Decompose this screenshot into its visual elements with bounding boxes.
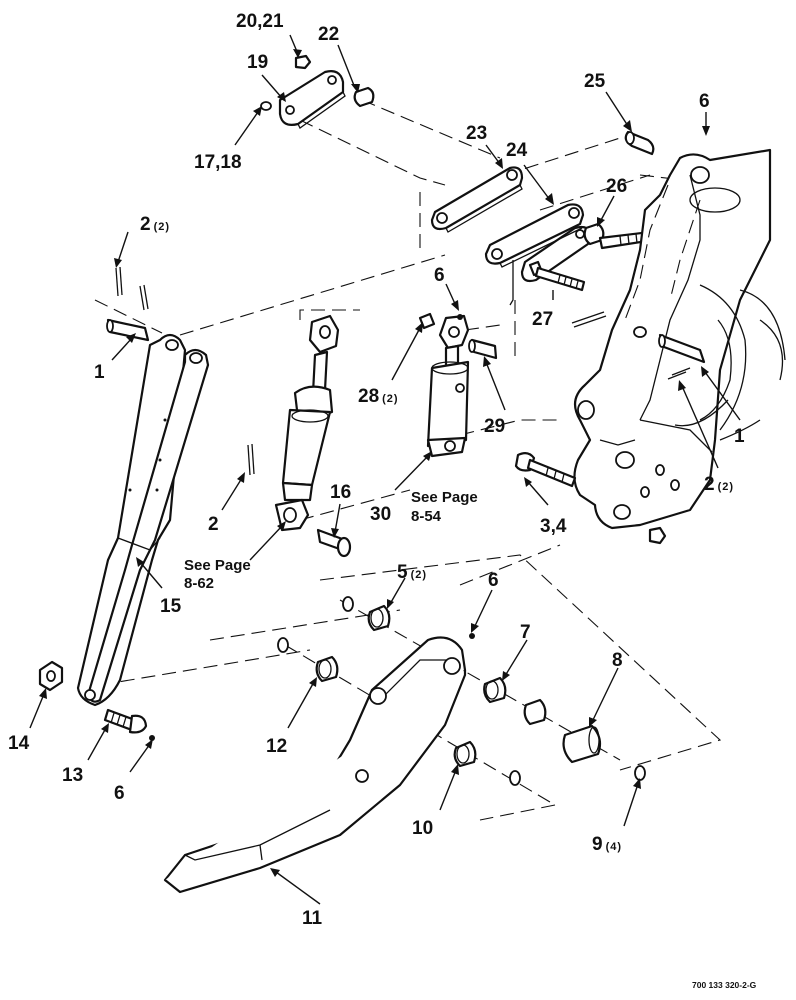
nut-frame-bottom xyxy=(648,526,667,545)
leader-lines xyxy=(29,34,741,905)
fitting-6-arm xyxy=(469,633,475,639)
link-plate-19 xyxy=(278,70,346,129)
washer-17-18 xyxy=(260,101,272,111)
see-page-note-8-54: See Page xyxy=(411,489,478,506)
bolt-13 xyxy=(103,708,148,734)
washer-10-right xyxy=(509,770,521,786)
bolt-27 xyxy=(528,260,586,292)
bushing-10 xyxy=(453,740,477,768)
callout-6-arm: 6 xyxy=(488,570,499,591)
link-plate-23 xyxy=(430,166,524,233)
callout-1-right: 1 xyxy=(734,426,745,447)
see-page-note-8-54-number: 8-54 xyxy=(411,508,442,525)
callout-12: 12 xyxy=(266,736,287,757)
callout-labels: 20,21 22 19 17,18 25 6 23 24 26 2(2) 6 2… xyxy=(8,11,745,929)
see-page-note-8-62-number: 8-62 xyxy=(184,575,214,592)
lift-arm-15 xyxy=(76,333,210,707)
nut-14 xyxy=(38,660,64,692)
callout-24: 24 xyxy=(506,140,528,161)
callout-10: 10 xyxy=(412,818,433,839)
see-page-notes: See Page 8-62 See Page 8-54 xyxy=(184,489,478,592)
callout-29: 29 xyxy=(484,416,505,437)
callout-5: 5(2) xyxy=(397,562,427,583)
callout-27: 27 xyxy=(532,309,553,330)
callout-30: 30 xyxy=(370,504,391,525)
cotter-pin-2-right xyxy=(667,367,691,380)
hydraulic-cylinder-right xyxy=(426,314,470,458)
callout-2-right: 2(2) xyxy=(704,474,734,495)
callout-26: 26 xyxy=(606,176,627,197)
bushing-7 xyxy=(483,676,507,704)
callout-25: 25 xyxy=(584,71,606,92)
cotter-pin-2-cylinder xyxy=(247,443,255,476)
callout-6-bolt: 6 xyxy=(114,783,125,804)
callout-2-top-left: 2(2) xyxy=(140,214,170,235)
callout-7: 7 xyxy=(520,622,531,643)
callout-1-left: 1 xyxy=(94,362,105,383)
bushing-5 xyxy=(367,604,391,632)
callout-8: 8 xyxy=(612,650,623,671)
callout-3-4: 3,4 xyxy=(540,516,567,537)
bolt-3-4 xyxy=(514,451,577,488)
cotter-pin-2-left xyxy=(115,266,149,311)
washer-5-upper xyxy=(342,596,354,612)
callout-22: 22 xyxy=(318,24,339,45)
pin-29 xyxy=(468,338,498,360)
bushing-25 xyxy=(624,130,655,156)
callout-6-top: 6 xyxy=(699,91,710,112)
fitting-6-bolt xyxy=(149,735,155,741)
callout-17-18: 17,18 xyxy=(194,152,242,173)
main-frame xyxy=(573,148,786,530)
callout-19: 19 xyxy=(247,52,268,73)
pin-16 xyxy=(316,528,352,558)
callout-13: 13 xyxy=(62,765,83,786)
figure-id: 700 133 320-2-G xyxy=(692,980,757,990)
callout-15: 15 xyxy=(160,596,182,617)
callout-2-cylinder: 2 xyxy=(208,514,219,535)
lower-arm-11 xyxy=(163,636,467,894)
pin-1-left xyxy=(106,318,150,342)
hydraulic-cylinder-left xyxy=(274,314,340,532)
callout-28: 28(2) xyxy=(358,386,399,407)
callout-16: 16 xyxy=(330,482,351,503)
washer-9 xyxy=(634,765,646,781)
callout-14: 14 xyxy=(8,733,30,754)
nut-20-21 xyxy=(294,54,312,70)
fitting-6-cylinder xyxy=(457,314,463,320)
callout-9: 9(4) xyxy=(592,834,622,855)
see-page-note-8-62: See Page xyxy=(184,557,251,574)
sleeve-8 xyxy=(562,724,602,764)
callout-20-21: 20,21 xyxy=(236,11,284,32)
bushing-12 xyxy=(315,655,339,683)
bushing-7b xyxy=(523,698,547,726)
bushing-22 xyxy=(353,86,375,108)
pin-1-right xyxy=(658,333,706,364)
callout-11: 11 xyxy=(302,908,323,929)
callout-23: 23 xyxy=(466,123,487,144)
link-assembly-24 xyxy=(484,203,592,306)
cotter-pin-frame xyxy=(571,311,607,328)
callout-6-mid: 6 xyxy=(434,265,445,286)
washer-12-left xyxy=(277,637,289,653)
